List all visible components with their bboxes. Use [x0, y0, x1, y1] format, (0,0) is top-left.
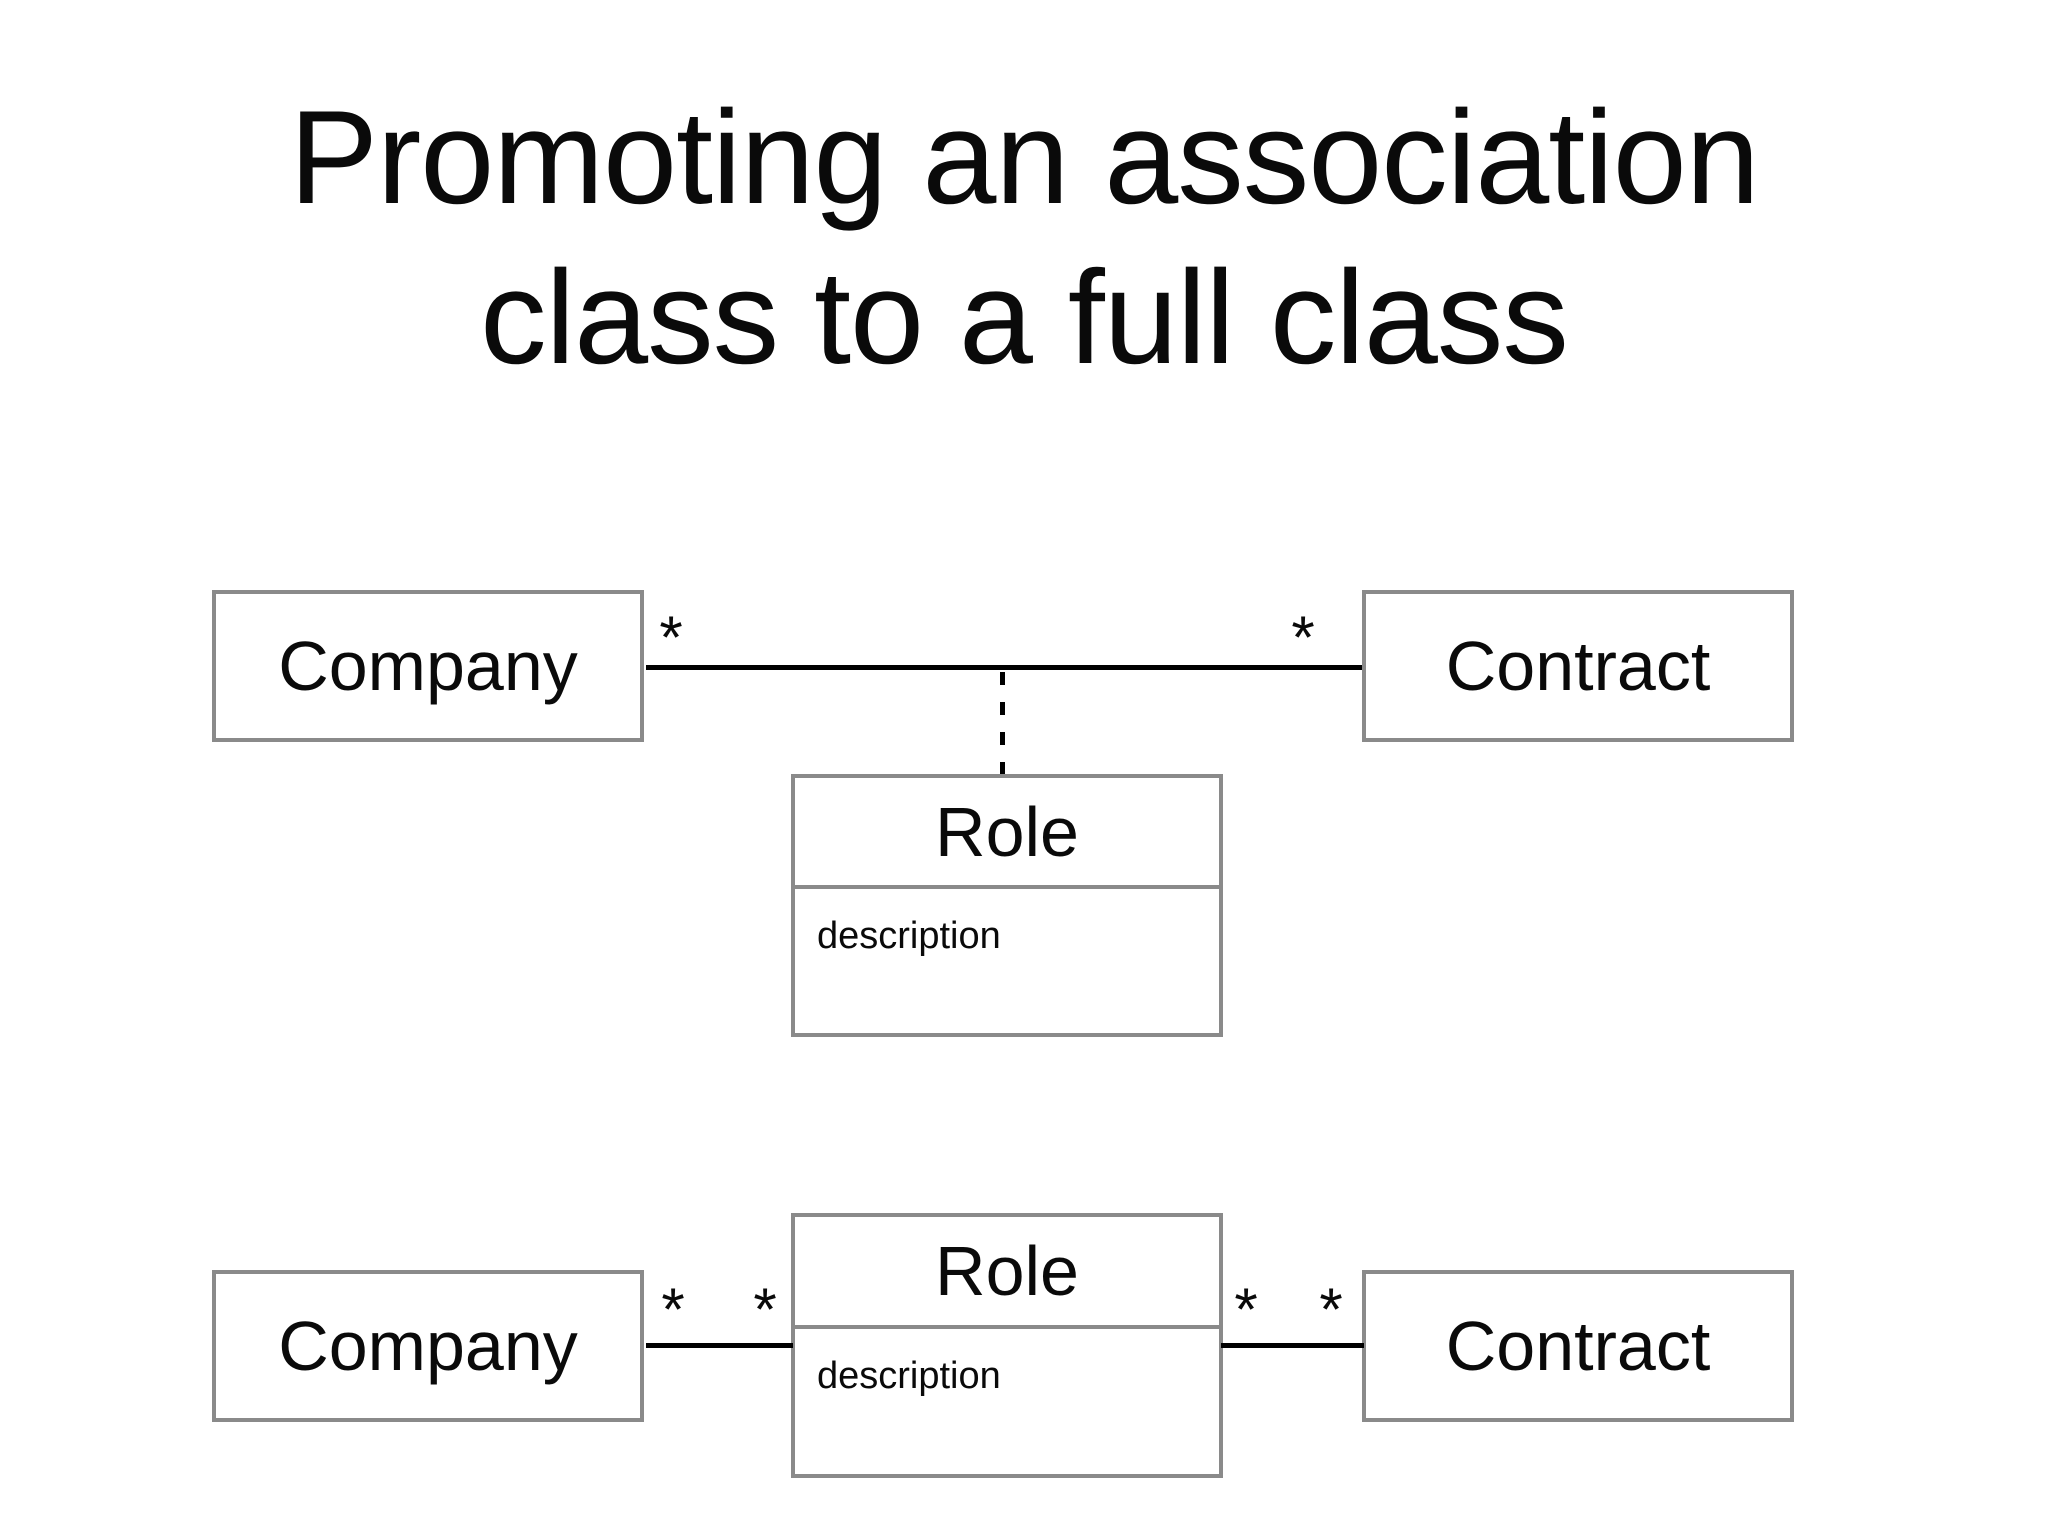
after-role-contract-association-line [1221, 1343, 1364, 1348]
before-association-line [646, 665, 1362, 670]
slide-title: Promoting an association class to a full… [0, 78, 2048, 398]
after-role-attribute-description: description [817, 1355, 1001, 1397]
after-contract-label: Contract [1445, 1307, 1711, 1385]
after-role-class-name-compartment: Role [795, 1217, 1219, 1329]
after-company-role-association-line [646, 1343, 793, 1348]
before-company-end-multiplicity: * [659, 604, 683, 671]
after-role-class-name: Role [935, 1232, 1079, 1310]
before-company-label: Company [278, 627, 578, 705]
after-company-class-box: Company [212, 1270, 644, 1422]
after-contract-class-box: Contract [1362, 1270, 1794, 1422]
before-role-attribute-description: description [817, 915, 1001, 957]
before-association-class-dashed-connector [1000, 672, 1005, 774]
before-role-attributes-compartment: description [795, 889, 1219, 1033]
slide-title-line1: Promoting an association [289, 84, 1759, 232]
after-role-class-box: Role description [791, 1213, 1223, 1478]
before-role-class-name: Role [935, 792, 1079, 871]
slide-title-line2: class to a full class [480, 244, 1569, 392]
before-company-class-box: Company [212, 590, 644, 742]
after-contract-end-multiplicity: * [1319, 1276, 1343, 1343]
before-contract-label: Contract [1445, 627, 1711, 705]
after-role-attributes-compartment: description [795, 1329, 1219, 1474]
after-company-end-multiplicity: * [661, 1276, 685, 1343]
after-company-label: Company [278, 1307, 578, 1385]
before-contract-class-box: Contract [1362, 590, 1794, 742]
before-role-association-class-box: Role description [791, 774, 1223, 1037]
after-role-right-end-multiplicity: * [1234, 1276, 1258, 1343]
before-contract-end-multiplicity: * [1291, 604, 1315, 671]
before-role-class-name-compartment: Role [795, 778, 1219, 889]
after-role-left-end-multiplicity: * [753, 1276, 777, 1343]
